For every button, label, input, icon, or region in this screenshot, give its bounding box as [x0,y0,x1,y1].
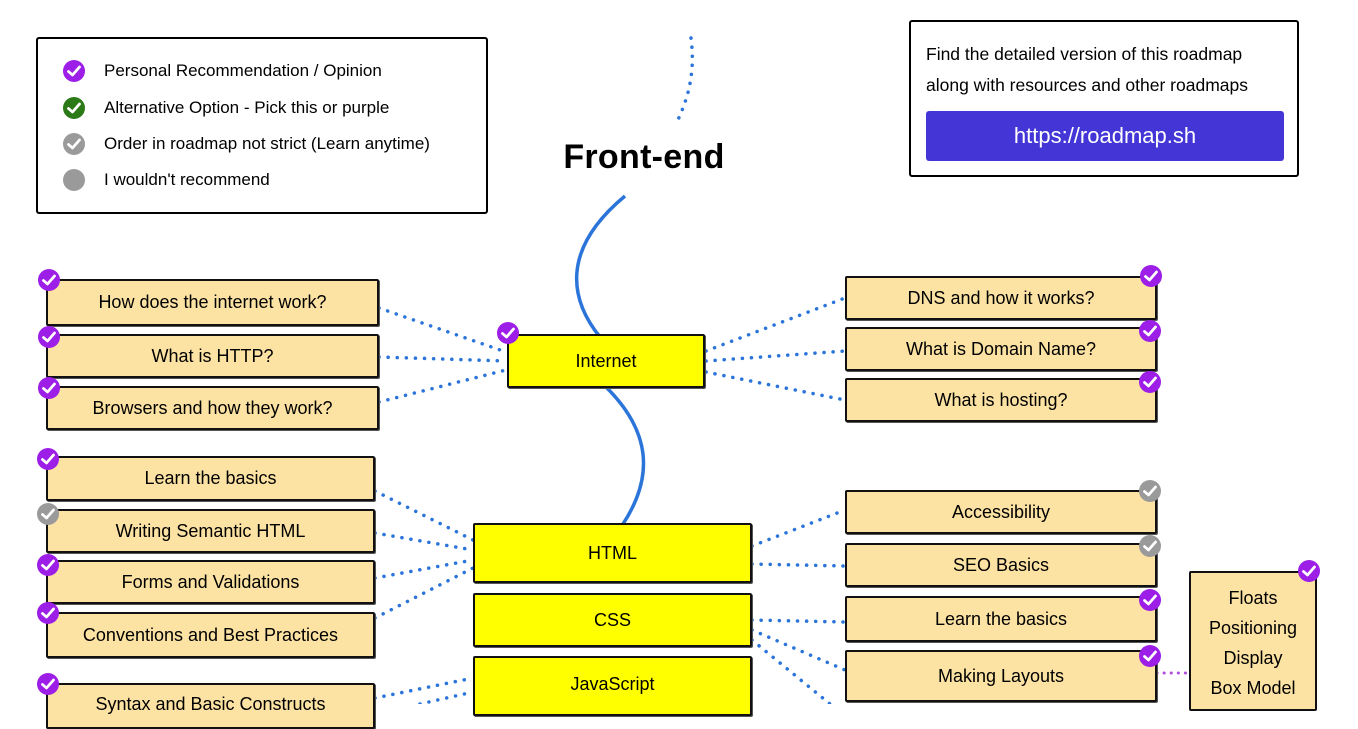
topic-conventions[interactable]: Conventions and Best Practices [46,612,375,658]
topic-what-is-http[interactable]: What is HTTP? [46,334,379,378]
purple-check-icon [37,554,59,576]
info-text-line-2: along with resources and other roadmaps [926,75,1248,95]
topic-forms-validations[interactable]: Forms and Validations [46,560,375,604]
layout-topic-item: Positioning [1208,618,1298,638]
connector-html-accessibility [750,508,847,548]
connector-internet-domain [704,349,847,363]
purple-check-icon [37,602,59,624]
purple-check-icon [1140,265,1162,287]
layout-topic-item: Floats [1228,588,1278,608]
legend-item: I wouldn't recommend [62,167,270,193]
node-internet[interactable]: Internet [507,334,705,388]
grey-check-icon [37,503,59,525]
grey-circle-icon [63,169,85,191]
grey-check-icon [63,133,85,155]
purple-check-icon [37,448,59,470]
green-check-icon [63,97,85,119]
connector-internet-browsers [377,368,508,404]
topic-domain-name[interactable]: What is Domain Name? [845,327,1157,371]
purple-check-icon [1139,320,1161,342]
purple-check-icon [38,377,60,399]
topic-html-basics[interactable]: Learn the basics [46,456,375,501]
connector-html-seo [750,562,847,568]
legend-item: Order in roadmap not strict (Learn anyti… [62,131,430,157]
connector-internet-how-internet-works [377,306,508,354]
topic-browsers[interactable]: Browsers and how they work? [46,386,379,430]
connector-html-forms [373,558,475,580]
topic-dns[interactable]: DNS and how it works? [845,276,1157,320]
connector-html-basics [373,489,475,542]
legend-item: Alternative Option - Pick this or purple [62,95,389,121]
topic-how-internet-works[interactable]: How does the internet work? [46,279,379,326]
node-javascript[interactable]: JavaScript [473,656,752,716]
topic-seo-basics[interactable]: SEO Basics [845,543,1157,587]
layout-topic-item: Box Model [1210,678,1296,698]
legend-item-label: I wouldn't recommend [104,170,270,189]
topic-accessibility[interactable]: Accessibility [845,490,1157,534]
purple-check-icon [38,269,60,291]
spine-internet-to-html [603,384,646,525]
connector-internet-dns [704,296,847,353]
top-dotted-connector [674,36,695,126]
dotted-connectors [373,296,847,704]
connector-internet-hosting [704,370,847,402]
layout-topics-box[interactable]: Floats Positioning Display Box Model [1189,571,1317,711]
roadmap-link-button[interactable]: https://roadmap.sh [926,111,1284,161]
node-css[interactable]: CSS [473,593,752,647]
purple-check-icon [1139,589,1161,611]
connector-layer [373,36,1191,704]
roadmap-canvas: Personal Recommendation / Opinion Altern… [36,20,1320,729]
connector-internet-http [377,355,508,363]
purple-check-icon [1139,645,1161,667]
purple-check-icon [1139,371,1161,393]
connector-html-conventions [373,566,475,620]
grey-check-icon [1139,480,1161,502]
purple-check-icon [63,60,85,82]
topic-semantic-html[interactable]: Writing Semantic HTML [46,509,375,553]
info-box: Find the detailed version of this roadma… [909,20,1299,177]
legend-box: Personal Recommendation / Opinion Altern… [36,37,488,214]
connector-css-basics [750,618,847,624]
legend-item-label: Alternative Option - Pick this or purple [104,98,390,117]
purple-check-icon [1298,560,1320,582]
legend-item-label: Order in roadmap not strict (Learn anyti… [104,134,430,153]
connector-js-syntax [373,676,475,700]
connector-js-extra [418,690,475,704]
purple-check-icon [38,326,60,348]
info-text-line-1: Find the detailed version of this roadma… [926,44,1243,64]
topic-js-syntax[interactable]: Syntax and Basic Constructs [46,683,375,729]
node-html[interactable]: HTML [473,523,752,583]
topic-css-basics[interactable]: Learn the basics [845,596,1157,642]
roadmap-title: Front-end [563,138,725,176]
legend-item: Personal Recommendation / Opinion [62,58,382,84]
grey-check-icon [1139,535,1161,557]
connector-css-layouts [750,628,847,672]
connector-html-semantic [373,531,475,552]
layout-topic-item: Display [1223,648,1283,668]
purple-check-icon [497,322,519,344]
purple-check-icon [37,673,59,695]
spine-title-to-internet [575,194,627,339]
connector-css-extra [750,638,832,704]
legend-item-label: Personal Recommendation / Opinion [104,61,382,80]
topic-hosting[interactable]: What is hosting? [845,378,1157,422]
topic-making-layouts[interactable]: Making Layouts [845,650,1157,702]
